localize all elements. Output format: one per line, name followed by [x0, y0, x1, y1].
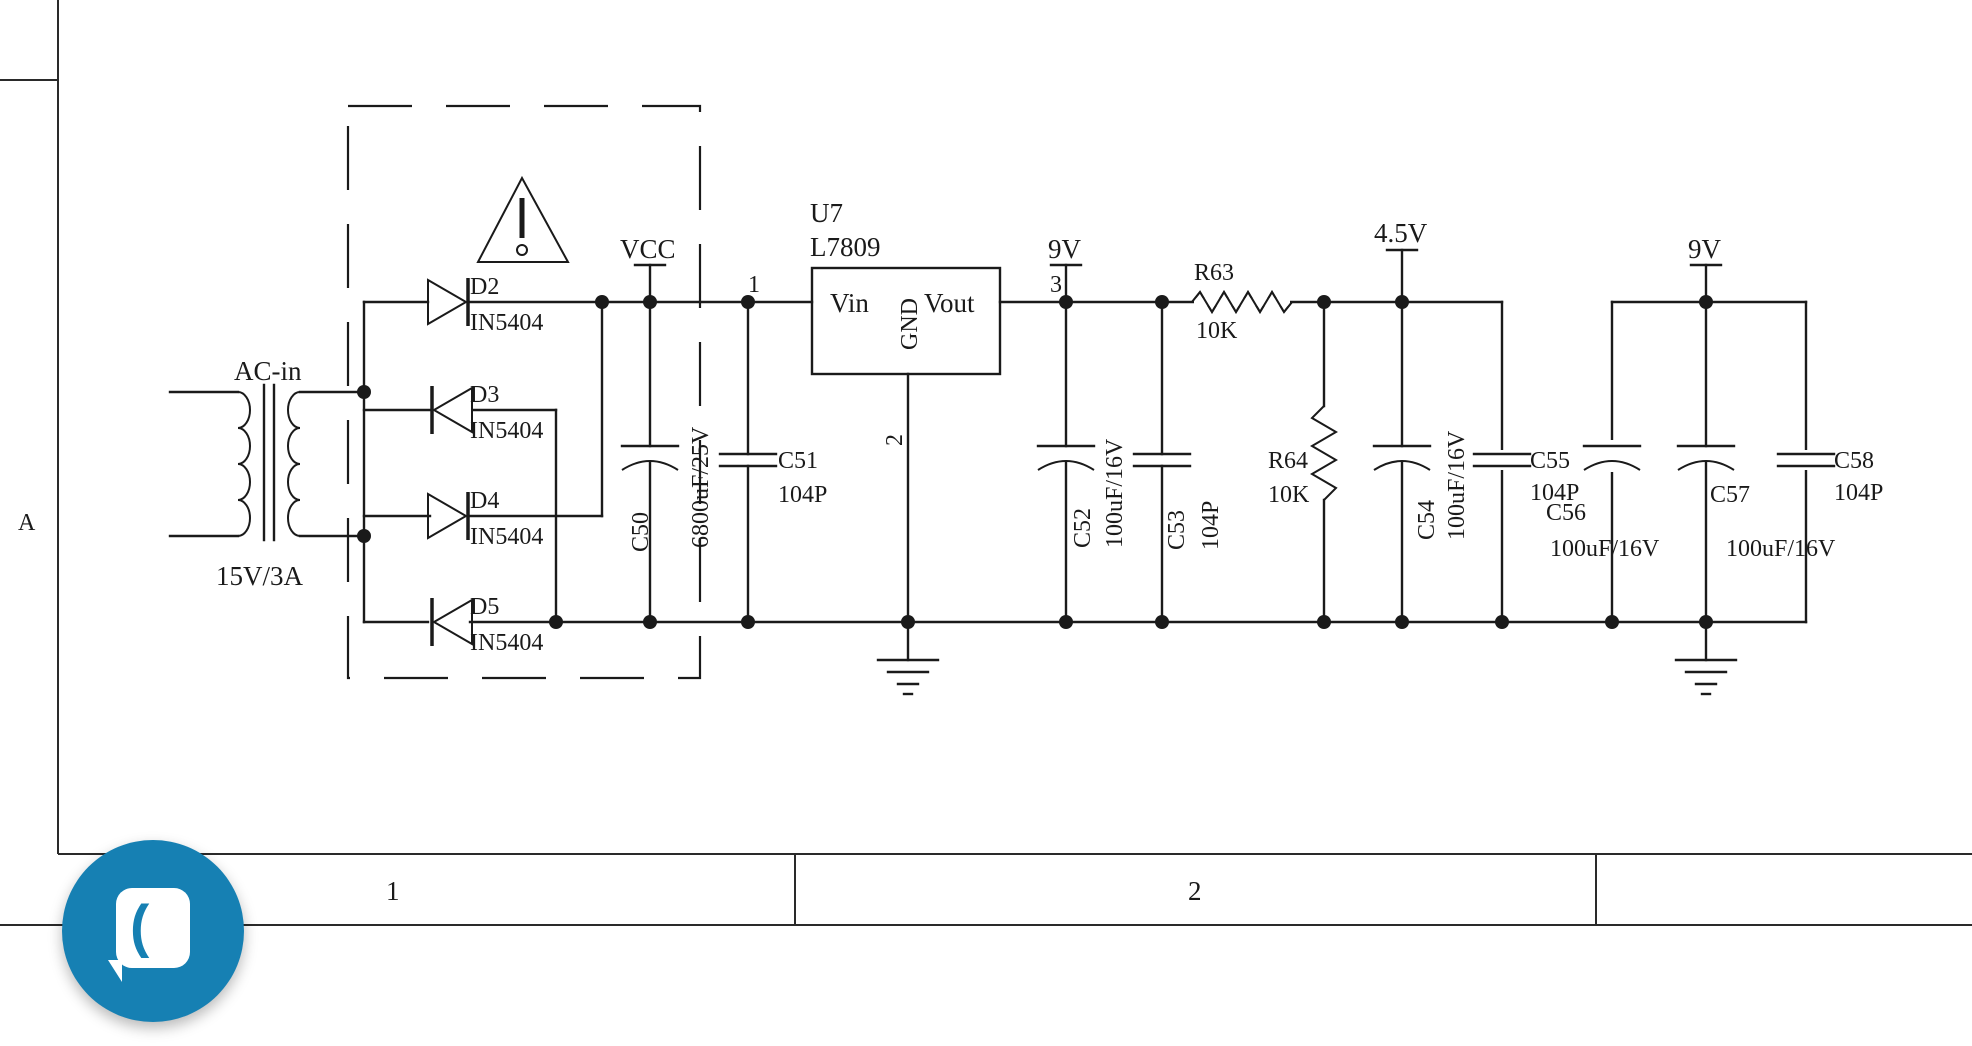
transformer: AC-in 15V/3A — [168, 356, 366, 591]
diode-d5: D5 IN5404 — [430, 594, 543, 656]
net-4-5v: 4.5V — [1374, 218, 1428, 304]
regulator-ref: U7 — [810, 198, 843, 228]
capacitor-c55-ref: C55 — [1530, 448, 1570, 474]
capacitor-c58: C58 104P — [1776, 448, 1883, 506]
resistor-r64-ref: R64 — [1268, 448, 1308, 474]
column-label-1: 1 — [386, 876, 400, 906]
diode-d3-ref: D3 — [470, 382, 499, 408]
resistor-r63-ref: R63 — [1194, 260, 1234, 286]
capacitor-c56-value: 100uF/16V — [1550, 536, 1660, 562]
net-9v-a-label: 9V — [1048, 234, 1082, 264]
capacitor-c53: C53 104P — [1132, 300, 1224, 624]
transformer-input-label: AC-in — [234, 356, 302, 386]
capacitor-c50-value: 6800uF/25V — [688, 426, 714, 548]
capacitor-c51-value: 104P — [778, 482, 827, 508]
diode-d4-part: IN5404 — [470, 524, 543, 550]
floating-action-button[interactable]: ( — [62, 840, 244, 1022]
resistor-r64-value: 10K — [1268, 482, 1310, 508]
capacitor-c57: C57 100uF/16V — [1676, 300, 1836, 624]
capacitor-c53-ref: C53 — [1164, 510, 1190, 550]
warning-triangle-icon: ! — [476, 175, 570, 263]
diode-d3-part: IN5404 — [470, 418, 543, 444]
diode-d2: D2 IN5404 — [427, 274, 543, 336]
capacitor-c57-value: 100uF/16V — [1726, 536, 1836, 562]
capacitor-c54: C54 100uF/16V — [1372, 300, 1470, 624]
regulator-vin: Vin — [830, 288, 869, 318]
regulator-vout: Vout — [924, 288, 975, 318]
capacitor-c55: C55 104P — [1472, 448, 1579, 506]
diode-d3: D3 IN5404 — [430, 382, 543, 444]
resistor-r63-value: 10K — [1196, 318, 1238, 344]
diode-d2-part: IN5404 — [470, 310, 543, 336]
net-9v-b: 9V — [1688, 234, 1723, 304]
regulator-pin2: 2 — [882, 434, 908, 446]
capacitor-c58-ref: C58 — [1834, 448, 1874, 474]
rectifier-dashed-outline — [346, 104, 702, 680]
column-label-2: 2 — [1188, 876, 1202, 906]
chat-bubble-icon — [108, 888, 190, 982]
regulator-pin1: 1 — [748, 272, 760, 298]
bridge-wiring — [362, 300, 604, 624]
net-vcc: VCC — [620, 234, 676, 304]
junction-dots — [357, 295, 1713, 629]
capacitor-c53-value: 104P — [1198, 501, 1224, 550]
resistor-r63: R63 10K — [1191, 260, 1293, 344]
capacitor-c52: C52 100uF/16V — [1036, 300, 1128, 624]
capacitor-c54-value: 100uF/16V — [1444, 430, 1470, 540]
ground-symbol-output — [1674, 620, 1738, 696]
net-vcc-label: VCC — [620, 234, 676, 264]
transformer-rating: 15V/3A — [216, 561, 304, 591]
capacitor-c57-ref: C57 — [1710, 482, 1750, 508]
capacitor-c51-ref: C51 — [778, 448, 818, 474]
diode-d5-part: IN5404 — [470, 630, 543, 656]
capacitor-c54-ref: C54 — [1414, 500, 1440, 540]
capacitor-c52-ref: C52 — [1070, 508, 1096, 548]
net-9v-b-label: 9V — [1688, 234, 1722, 264]
diode-d2-ref: D2 — [470, 274, 499, 300]
diode-d5-ref: D5 — [470, 594, 499, 620]
net-4-5v-label: 4.5V — [1374, 218, 1428, 248]
capacitor-c58-value: 104P — [1834, 480, 1883, 506]
drawing-frame: A 1 2 — [0, 0, 1972, 926]
diode-d4: D4 IN5404 — [427, 488, 543, 550]
resistor-r64: R64 10K — [1268, 300, 1338, 624]
net-9v-a: 9V — [1048, 234, 1083, 304]
fab-glyph: ( — [130, 894, 150, 959]
row-label: A — [18, 510, 36, 536]
capacitor-c52-value: 100uF/16V — [1102, 438, 1128, 548]
capacitor-c51: C51 104P — [718, 300, 827, 624]
capacitor-c56: C56 100uF/16V — [1546, 440, 1660, 562]
regulator-part: L7809 — [810, 232, 881, 262]
ground-symbol-regulator — [876, 620, 940, 696]
regulator-u7: U7 L7809 Vin Vout GND 1 2 3 — [748, 198, 1062, 624]
capacitor-c50: C50 6800uF/25V — [620, 300, 714, 624]
regulator-pin3: 3 — [1050, 272, 1062, 298]
capacitor-c50-ref: C50 — [628, 512, 654, 552]
regulator-gnd: GND — [897, 298, 923, 350]
capacitor-c56-ref: C56 — [1546, 500, 1586, 526]
diode-d4-ref: D4 — [470, 488, 499, 514]
capacitor-c55-value: 104P — [1530, 480, 1579, 506]
